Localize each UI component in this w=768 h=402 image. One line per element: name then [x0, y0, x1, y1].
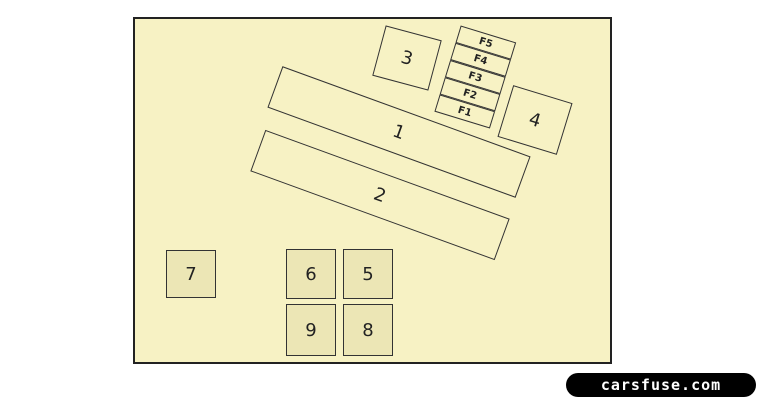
relay-1-label: 1 — [390, 120, 408, 144]
relay-9-label: 9 — [305, 319, 317, 341]
relay-5-label: 5 — [362, 263, 374, 285]
relay-9: 9 — [286, 304, 336, 356]
relay-7-label: 7 — [185, 263, 197, 285]
relay-8: 8 — [343, 304, 393, 356]
relay-8-label: 8 — [362, 319, 374, 341]
relay-3-label: 3 — [398, 46, 416, 70]
relay-4-label: 4 — [526, 108, 544, 132]
relay-6-label: 6 — [305, 263, 317, 285]
relay-5: 5 — [343, 249, 393, 299]
relay-6: 6 — [286, 249, 336, 299]
relay-2-label: 2 — [371, 183, 389, 207]
watermark-logo: carsfuse.com — [566, 373, 756, 397]
relay-7: 7 — [166, 250, 216, 298]
